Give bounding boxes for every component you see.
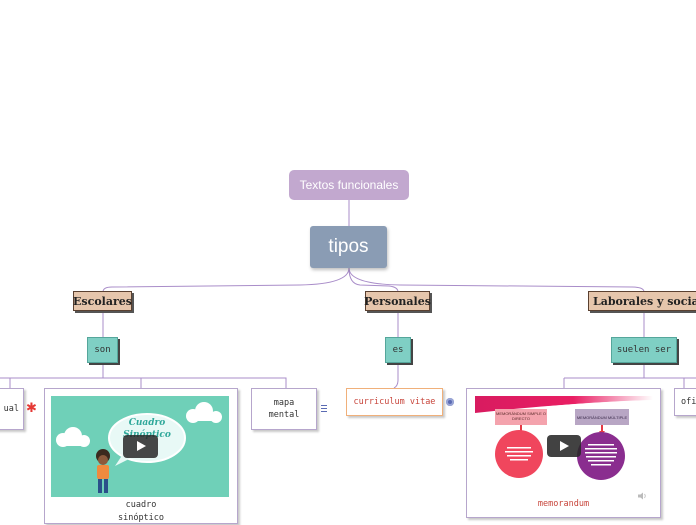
asterisk-icon: ✱	[26, 401, 37, 416]
leaf-left-partial[interactable]: ual	[0, 388, 24, 430]
memorandum-card[interactable]: MEMORÁNDUM SIMPLE O DIRECTO MEMORÁNDUM M…	[466, 388, 661, 518]
leaf-curriculum-vitae[interactable]: curriculum vitae	[346, 388, 443, 416]
cloud-icon	[56, 427, 90, 447]
cloud-icon	[186, 402, 222, 423]
leaf-mapa-mental[interactable]: mapa mental	[251, 388, 317, 430]
speaker-icon[interactable]	[638, 485, 648, 504]
central-topic[interactable]: Textos funcionales	[289, 170, 409, 200]
thumb-title-line1: Cuadro	[128, 418, 166, 428]
connector-suelen-ser[interactable]: suelen ser	[611, 337, 677, 363]
play-icon[interactable]	[123, 435, 158, 458]
memo-tag-multiple: MEMORÁNDUM MÚLTIPLE	[576, 415, 628, 420]
leaf-right-partial[interactable]: ofi	[674, 388, 696, 416]
cuadro-label-line1: cuadro	[125, 500, 157, 510]
student-figure	[96, 449, 110, 493]
main-topic[interactable]: tipos	[310, 226, 387, 268]
list-icon	[321, 405, 327, 412]
connector-es[interactable]: es	[385, 337, 411, 363]
record-icon	[446, 398, 454, 406]
connector-son[interactable]: son	[87, 337, 118, 363]
memorandum-label: memorandum	[537, 499, 590, 509]
category-laborales[interactable]: Laborales y sociales	[588, 291, 696, 311]
mapa-mental-line2: mental	[268, 410, 300, 420]
category-escolares[interactable]: Escolares	[73, 291, 132, 311]
category-personales[interactable]: Personales	[364, 291, 431, 311]
memo-thumbnail[interactable]: MEMORÁNDUM SIMPLE O DIRECTO MEMORÁNDUM M…	[475, 396, 653, 492]
play-icon[interactable]	[547, 435, 581, 457]
cuadro-sinoptico-card[interactable]: Cuadro Sinóptico cuadro sinóptico	[44, 388, 238, 524]
mapa-mental-line1: mapa	[273, 398, 295, 408]
memo-tag-simple: MEMORÁNDUM SIMPLE O DIRECTO	[495, 411, 546, 421]
cuadro-label-line2: sinóptico	[117, 513, 165, 523]
video-thumbnail[interactable]: Cuadro Sinóptico	[51, 396, 229, 497]
